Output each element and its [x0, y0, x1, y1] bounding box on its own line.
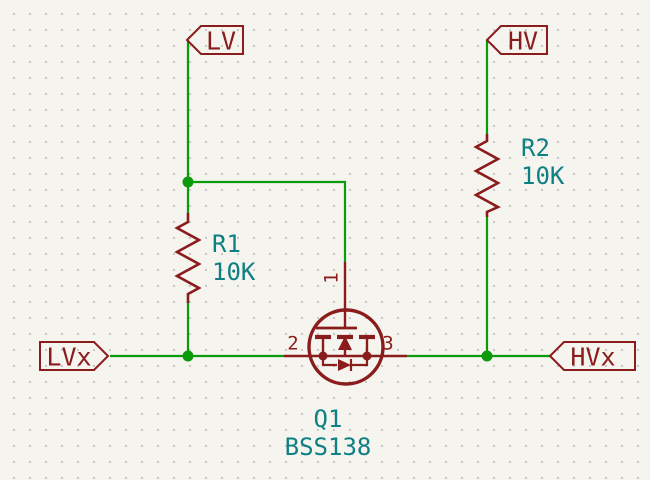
resistor-zigzag[interactable]: [473, 134, 501, 217]
q1-reference[interactable]: Q1: [313, 405, 343, 433]
junction-dot[interactable]: [182, 176, 194, 188]
r2-value[interactable]: 10K: [521, 162, 565, 190]
q1-value[interactable]: BSS138: [284, 433, 372, 461]
resistor-r2-symbol[interactable]: [473, 134, 501, 217]
global-label-lvx-flag[interactable]: [39, 341, 110, 371]
net-label-lvx[interactable]: LVx: [46, 342, 92, 372]
wire-gate-branch[interactable]: [188, 180, 347, 262]
mosfet-body-diode-triangle: [338, 359, 351, 371]
global-label-hvx-flag[interactable]: [548, 341, 636, 371]
junction-dot[interactable]: [182, 350, 194, 362]
q1-pin-number-2: 2: [287, 332, 299, 355]
net-label-hv[interactable]: HV: [507, 26, 539, 56]
r1-value[interactable]: 10K: [212, 258, 256, 286]
resistor-zigzag[interactable]: [174, 213, 202, 303]
q1-pin-number-1: 1: [320, 272, 343, 284]
net-label-hvx[interactable]: HVx: [570, 342, 616, 372]
junctions: [182, 176, 493, 362]
q1-pin-number-3: 3: [382, 332, 394, 355]
resistor-r1-symbol[interactable]: [174, 213, 202, 303]
global-label-hv-flag[interactable]: [485, 25, 548, 55]
r1-reference[interactable]: R1: [212, 230, 241, 258]
r2-reference[interactable]: R2: [521, 134, 550, 162]
global-label-lv-flag[interactable]: [185, 25, 244, 55]
net-label-lv[interactable]: LV: [205, 26, 237, 56]
mosfet-q1-symbol[interactable]: [284, 262, 407, 386]
mosfet-substrate-arrow: [338, 336, 352, 350]
junction-dot[interactable]: [481, 350, 493, 362]
